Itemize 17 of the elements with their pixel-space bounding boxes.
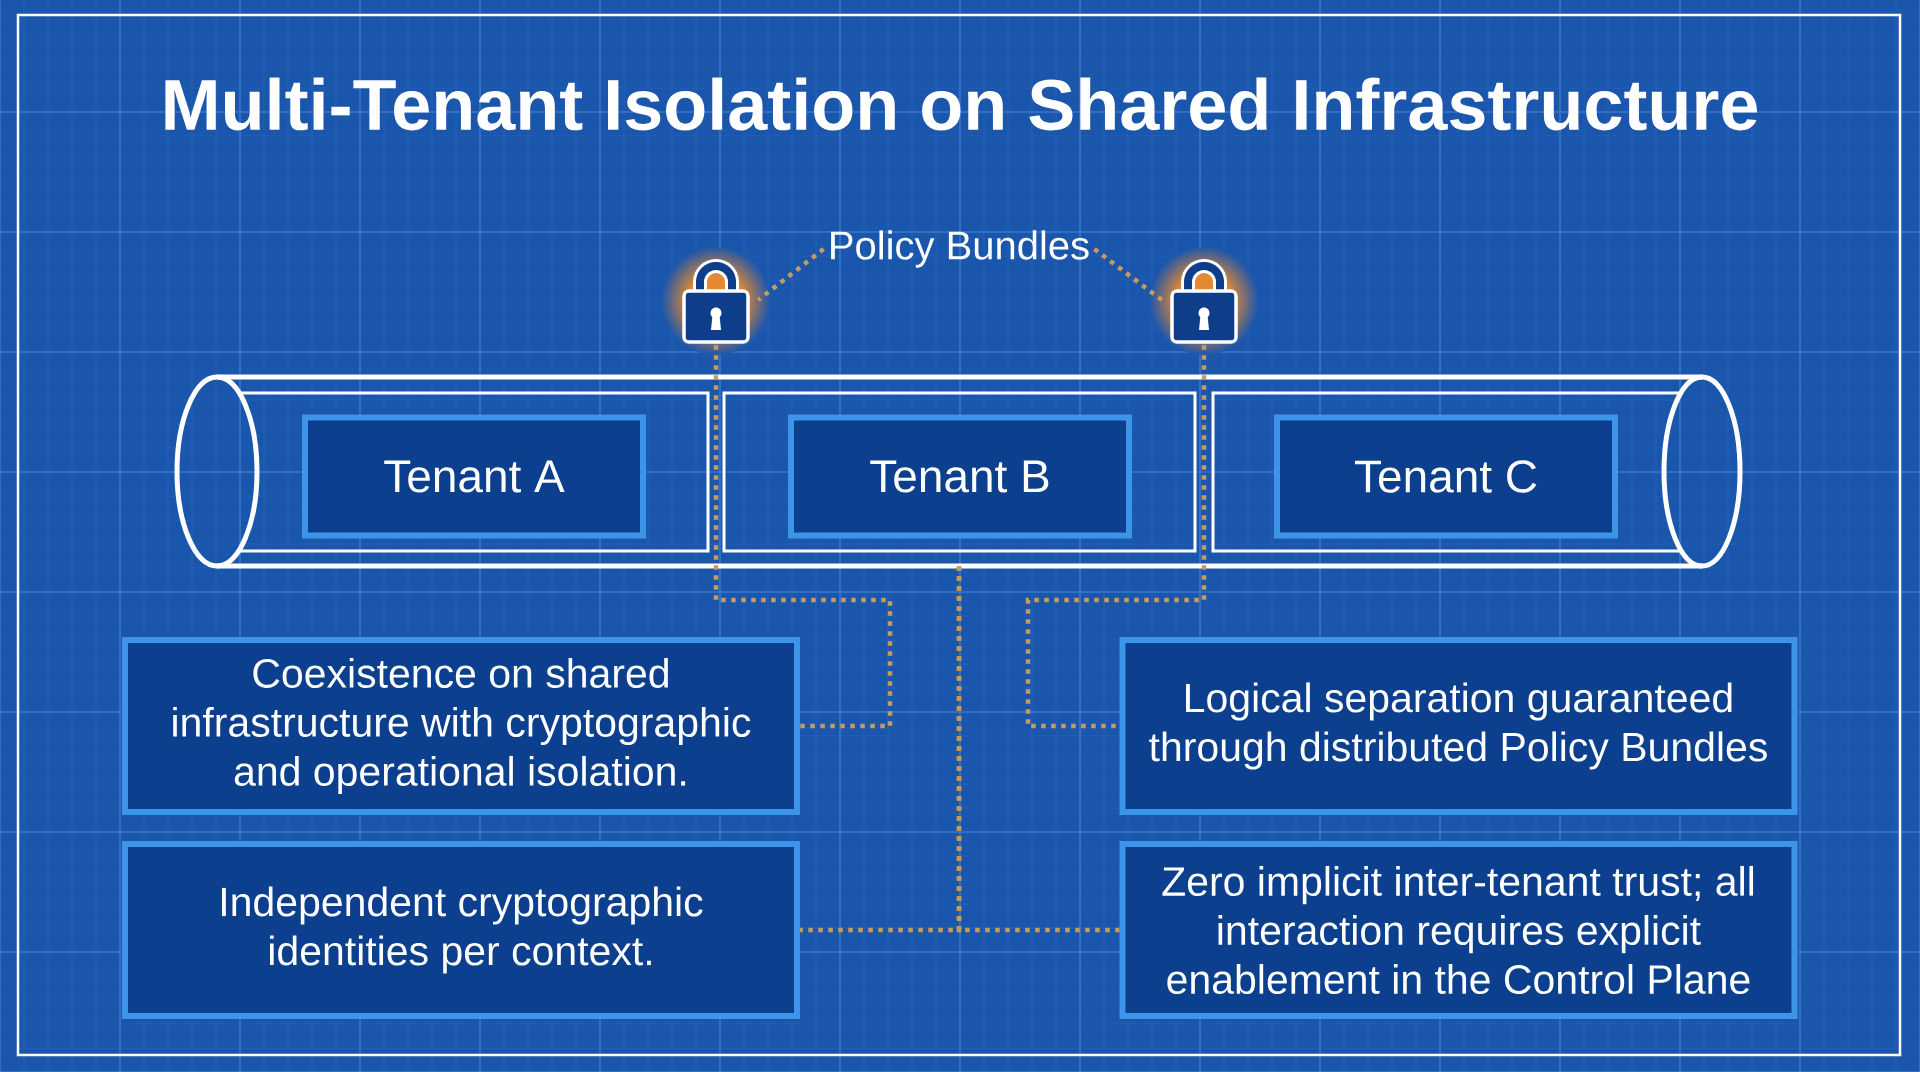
tenant-box: Tenant A: [302, 414, 646, 539]
tenant-box: Tenant B: [788, 414, 1132, 539]
text-box: Coexistence on shared infrastructure with cryptographic and operational isolation.: [122, 637, 800, 815]
dotted-connector: [1025, 345, 1207, 729]
tenant-box: Tenant C: [1274, 414, 1618, 539]
dotted-connector: [756, 247, 825, 302]
dotted-connector: [956, 566, 1120, 933]
title: Multi-Tenant Isolation on Shared Infrastructure: [165, 77, 1757, 131]
text-box: Zero implicit inter-tenant trust; all interaction requires explicit enablement in the Control Plane: [1119, 841, 1798, 1019]
cylinder: [174, 374, 1743, 569]
padlock-icon: [1150, 247, 1258, 355]
text-box: Independent cryptographic identities per context.: [122, 841, 800, 1019]
dotted-connector: [713, 345, 893, 729]
text-label: Policy Bundles: [831, 230, 1089, 268]
text-box: Logical separation guaranteed through distributed Policy Bundles: [1119, 637, 1798, 815]
padlock-icon: [662, 247, 770, 355]
dotted-connector: [1093, 247, 1164, 302]
